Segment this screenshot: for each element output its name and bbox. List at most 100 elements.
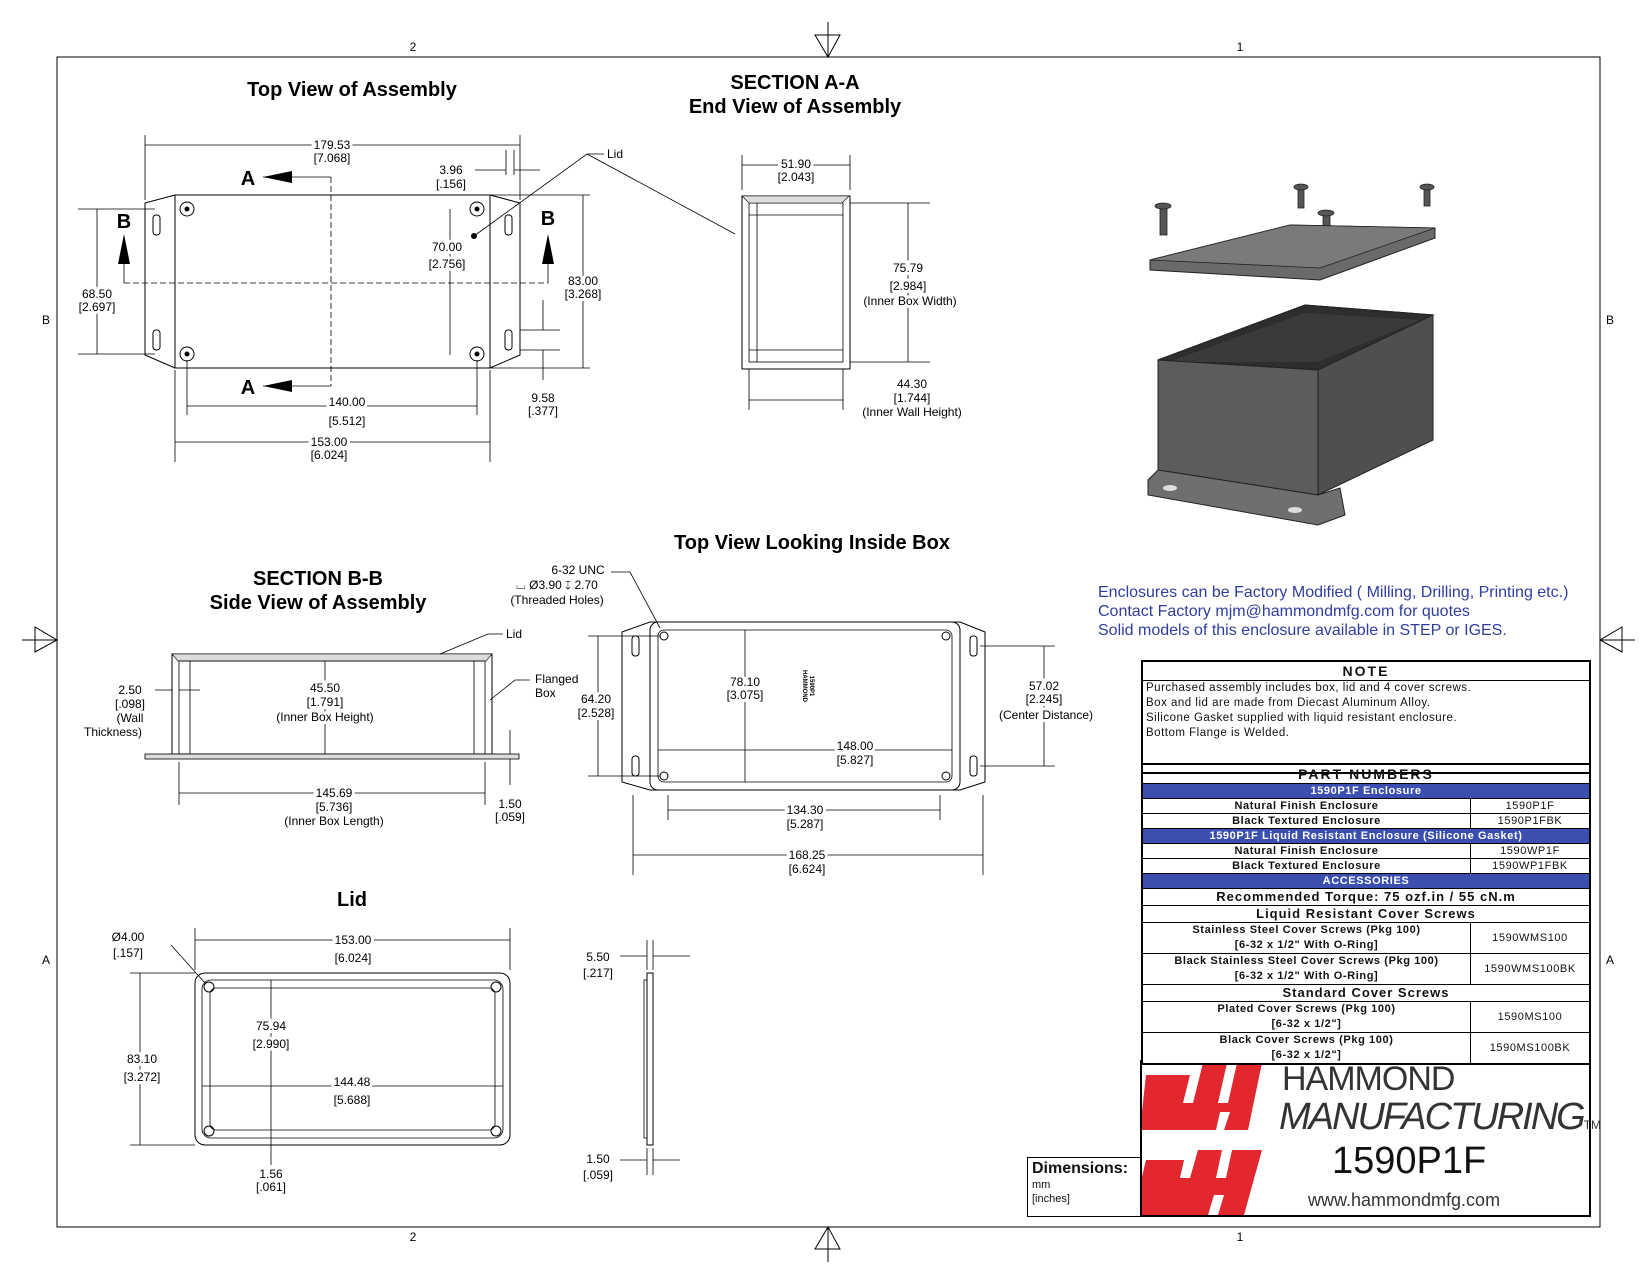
thread-depth: ⌴ Ø3.90 ↧ 2.70	[516, 578, 598, 592]
dim-2-756: [2.756]	[429, 257, 466, 271]
dim-6-624: [6.624]	[789, 862, 826, 876]
part-desc-line: [6-32 x 1/2" With O-Ring]	[1234, 939, 1379, 951]
threaded-hole-icon	[941, 631, 951, 641]
thread-spec: 6-32 UNC	[551, 563, 605, 577]
note-line: Bottom Flange is Welded.	[1146, 727, 1290, 739]
dim-5-50: 5.50	[586, 950, 610, 964]
dim-6-024: [6.024]	[311, 448, 348, 462]
slot-icon	[152, 329, 161, 351]
lid-hole-icon	[490, 1125, 502, 1137]
lid-gasket-groove	[201, 979, 504, 1139]
box-outline	[649, 621, 961, 791]
dim-148-00: 148.00	[837, 739, 874, 753]
inner-box-width-note: (Inner Box Width)	[863, 294, 956, 308]
factory-note-line: Enclosures can be Factory Modified ( Mil…	[1098, 584, 1569, 601]
note-line: Box and lid are made from Diecast Alumin…	[1146, 697, 1431, 709]
dim-059: [.059]	[495, 810, 525, 824]
factory-note-line: Contact Factory mjm@hammondmfg.com for q…	[1098, 603, 1470, 620]
top-view-inside-box: Top View Looking Inside Box HAMMOND 1590…	[510, 532, 1096, 876]
box-inner	[657, 629, 953, 783]
lid-hole-icon	[490, 981, 502, 993]
dimension-line	[632, 795, 984, 875]
dim-5-736: [5.736]	[316, 800, 353, 814]
section-mark-b: B	[541, 208, 555, 230]
slot-icon	[504, 329, 513, 351]
dim-217: [.217]	[583, 966, 613, 980]
dim-156: [.156]	[436, 177, 466, 191]
inner-box-height-note: (Inner Box Height)	[276, 710, 373, 724]
view-title: SECTION B-B	[253, 568, 383, 590]
zone-label: A	[1606, 953, 1614, 967]
lid-hole-icon	[203, 1125, 215, 1137]
section-inner	[748, 202, 844, 363]
part-desc-line: [6-32 x 1/2"]	[1271, 1018, 1342, 1030]
section-leader	[123, 255, 549, 283]
box-outline	[174, 194, 491, 369]
part-desc-line: Plated Cover Screws (Pkg 100)	[1217, 1003, 1396, 1015]
screw-center-icon	[184, 351, 190, 357]
dimension-line	[620, 1148, 680, 1175]
cast-model: 1590P1	[808, 676, 814, 697]
dim-75-79: 75.79	[893, 261, 923, 275]
lid-outline	[194, 972, 511, 1146]
dim-061: [.061]	[256, 1180, 286, 1194]
lid-label: Lid	[506, 627, 522, 641]
thickness-note: Thickness)	[84, 725, 142, 739]
thread-leader	[611, 571, 661, 629]
dim-3-96: 3.96	[439, 163, 463, 177]
part-desc-line: [6-32 x 1/2"]	[1271, 1049, 1342, 1061]
dim-7-068: [7.068]	[314, 151, 351, 165]
center-distance-note: (Center Distance)	[999, 708, 1093, 722]
slot-icon	[969, 755, 978, 777]
isometric-enclosure-illustration	[1147, 183, 1436, 526]
view-title: Top View of Assembly	[247, 79, 458, 101]
dim-1-791: [1.791]	[307, 695, 344, 709]
lid-inner	[209, 987, 496, 1131]
slot-icon	[631, 635, 640, 657]
dim-2-984: [2.984]	[890, 279, 927, 293]
part-number: 1590WMS100BK	[1470, 953, 1591, 985]
company-name-line1: HAMMOND	[1282, 1060, 1455, 1098]
arrow-icon	[118, 234, 130, 264]
lid-side-profile	[646, 972, 654, 1146]
part-desc: Black Cover Screws (Pkg 100)[6-32 x 1/2"…	[1141, 1032, 1471, 1065]
center-mark-icon	[814, 22, 841, 59]
center-mark-icon	[22, 626, 59, 653]
dim-3-075: [3.075]	[727, 688, 764, 702]
dimension-line	[186, 360, 478, 415]
liquid-resistant-band: 1590P1F Liquid Resistant Enclosure (Sili…	[1141, 828, 1591, 844]
part-number: 1590MS100	[1470, 1001, 1591, 1033]
part-desc: Black Textured Enclosure	[1141, 813, 1471, 829]
dim-2-50: 2.50	[118, 683, 142, 697]
dim-9-58: 9.58	[531, 391, 555, 405]
view-title: Lid	[337, 889, 367, 911]
lid-section	[741, 195, 850, 204]
slot-icon	[969, 635, 978, 657]
dim-179-53: 179.53	[314, 138, 351, 152]
zone-label: A	[42, 953, 50, 967]
dimension-line	[475, 150, 540, 175]
company-name-line2: MANUFACTURINGTM	[1279, 1096, 1601, 1139]
dim-5-827: [5.827]	[837, 753, 874, 767]
part-desc: Natural Finish Enclosure	[1141, 843, 1471, 859]
dim-hole: Ø4.00	[112, 930, 145, 944]
part-desc: Natural Finish Enclosure	[1141, 798, 1471, 814]
lid-label: Lid	[607, 147, 623, 161]
website-link[interactable]: www.hammondmfg.com	[1308, 1190, 1501, 1210]
slot-icon	[152, 214, 161, 236]
dim-098: [.098]	[115, 697, 145, 711]
dim-45-50: 45.50	[310, 681, 340, 695]
dimension-line	[174, 370, 491, 462]
inner-box-length-note: (Inner Box Length)	[284, 814, 383, 828]
screw-hole-icon	[469, 201, 485, 217]
dim-168-25: 168.25	[789, 848, 826, 862]
dim-3-272: [3.272]	[124, 1070, 161, 1084]
dim-1-56: 1.56	[259, 1167, 283, 1181]
dimension-line	[980, 645, 1055, 767]
cast-logo: HAMMOND	[801, 670, 807, 703]
dimension-line	[178, 762, 486, 805]
note-line: Purchased assembly includes box, lid and…	[1146, 682, 1472, 694]
part-desc: Black Textured Enclosure	[1141, 858, 1471, 874]
dim-144-48: 144.48	[334, 1075, 371, 1089]
dim-2-990: [2.990]	[253, 1037, 290, 1051]
